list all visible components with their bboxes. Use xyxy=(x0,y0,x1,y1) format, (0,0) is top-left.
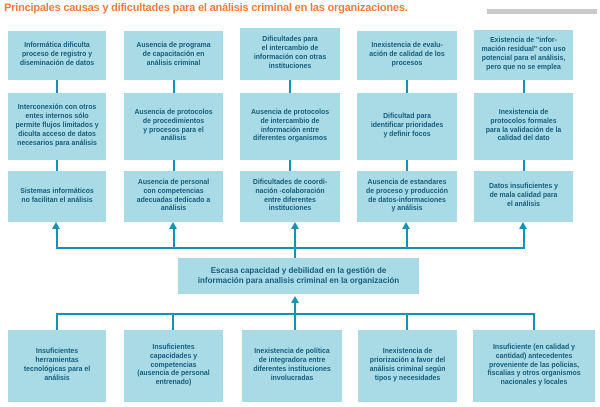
connector-line xyxy=(173,80,175,93)
connector-line xyxy=(289,160,291,171)
arrow-up-icon xyxy=(52,222,60,229)
cause-box: Dificultad para identificar prioridades … xyxy=(357,93,457,160)
arrow-up-icon xyxy=(291,222,299,229)
cause-box: Insuficientes herramientas tecnológicas … xyxy=(8,330,106,402)
connector-line xyxy=(173,228,175,248)
arrow-up-icon xyxy=(519,222,527,229)
connector-line xyxy=(289,80,291,93)
cause-box: Dificultades para el intercambio de info… xyxy=(240,28,340,80)
cause-box: Ausencia de protocolos de procedimientos… xyxy=(124,93,223,160)
connector-line xyxy=(56,313,58,331)
connector-line xyxy=(523,80,525,93)
connector-line xyxy=(294,248,296,258)
cause-box: Ausencia de estandares de proceso y prod… xyxy=(357,171,457,222)
arrow-up-icon xyxy=(169,222,177,229)
cause-box: Informática dificulta proceso de registr… xyxy=(8,31,106,80)
cause-box: Inexistencia de protocolos formales para… xyxy=(474,93,573,160)
connector-line xyxy=(406,313,408,331)
cause-box: Ausencia de personal con competencias ad… xyxy=(124,171,223,222)
connector-line xyxy=(294,228,296,248)
cause-box: Interconexión con otros entes internos s… xyxy=(8,93,106,160)
cause-box: Dificultades de coordi- nación -colabora… xyxy=(240,171,340,222)
connector-line xyxy=(56,160,58,171)
cause-box: Inexistencia de priorización a favor del… xyxy=(358,330,457,402)
cause-box: Sistemas informáticos no facilitan el an… xyxy=(8,171,106,222)
connector-line xyxy=(523,160,525,171)
cause-box: Ausencia de protocolos de intercambio de… xyxy=(240,93,340,160)
cause-box: Inexistencia de evalu- ación de calidad … xyxy=(357,31,457,80)
connector-line xyxy=(523,228,525,248)
connector-line xyxy=(56,228,58,248)
connector-line xyxy=(406,228,408,248)
arrow-up-icon xyxy=(291,296,299,303)
page-title: Principales causas y dificultades para e… xyxy=(4,2,408,14)
connector-line xyxy=(172,313,174,331)
cause-box: Ausencia de programa de capacitación en … xyxy=(124,31,223,80)
connector-line xyxy=(533,313,535,331)
connector-line xyxy=(406,80,408,93)
connector-line xyxy=(56,313,535,315)
connector-line xyxy=(406,160,408,171)
central-problem-box: Escasa capacidad y debilidad en la gesti… xyxy=(178,258,419,294)
cause-box: Insuficientes capacidades y competencias… xyxy=(124,330,223,402)
cause-box: Existencia de "infor- mación residual" c… xyxy=(474,30,573,80)
cause-box: Datos insuficientes y de mala calidad pa… xyxy=(474,171,573,222)
connector-line xyxy=(56,247,525,249)
connector-line xyxy=(56,80,58,93)
cause-box: Inexistencia de política de integradora … xyxy=(242,330,342,402)
arrow-up-icon xyxy=(402,222,410,229)
title-rule xyxy=(487,9,597,14)
cause-box: Insuficiente (en calidad y cantidad) ant… xyxy=(473,330,595,402)
connector-line xyxy=(173,160,175,171)
connector-line xyxy=(294,302,296,331)
